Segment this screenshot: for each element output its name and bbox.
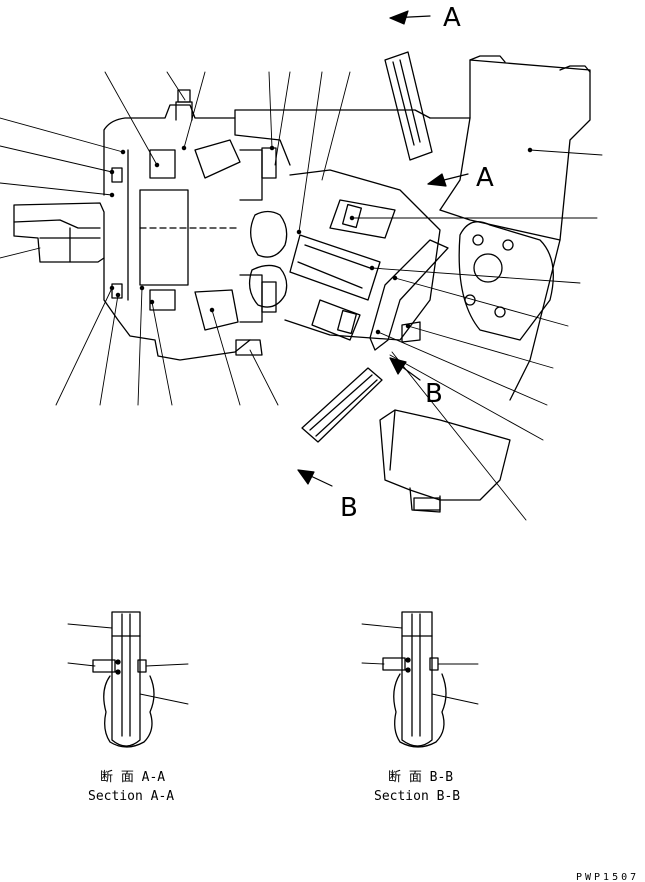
pin-b bbox=[301, 367, 383, 443]
section-b-caption-en: Section B-B bbox=[374, 789, 460, 804]
cylinder-block bbox=[248, 169, 441, 341]
section-b-caption-jp: 断 面 B-B bbox=[388, 770, 453, 785]
section-a-a-detail bbox=[67, 611, 189, 748]
leader-lines bbox=[0, 71, 603, 521]
motor-assembly bbox=[13, 51, 591, 513]
section-b-b-detail bbox=[361, 611, 479, 748]
front-housing bbox=[103, 89, 431, 361]
section-marker-a-top: A bbox=[443, 3, 461, 33]
section-marker-b-bottom: B bbox=[340, 493, 358, 523]
section-marker-b-mid: B bbox=[425, 379, 443, 409]
drawing-code: PWP1507 bbox=[576, 872, 639, 882]
section-a-caption-jp: 断 面 A-A bbox=[100, 770, 165, 785]
input-shaft bbox=[13, 202, 105, 263]
valve-plate bbox=[369, 239, 449, 351]
section-a-caption-en: Section A-A bbox=[88, 789, 174, 804]
section-marker-a-mid: A bbox=[476, 163, 494, 193]
end-cover bbox=[379, 55, 591, 513]
pin-a bbox=[384, 51, 433, 161]
section-arrows bbox=[297, 10, 469, 487]
